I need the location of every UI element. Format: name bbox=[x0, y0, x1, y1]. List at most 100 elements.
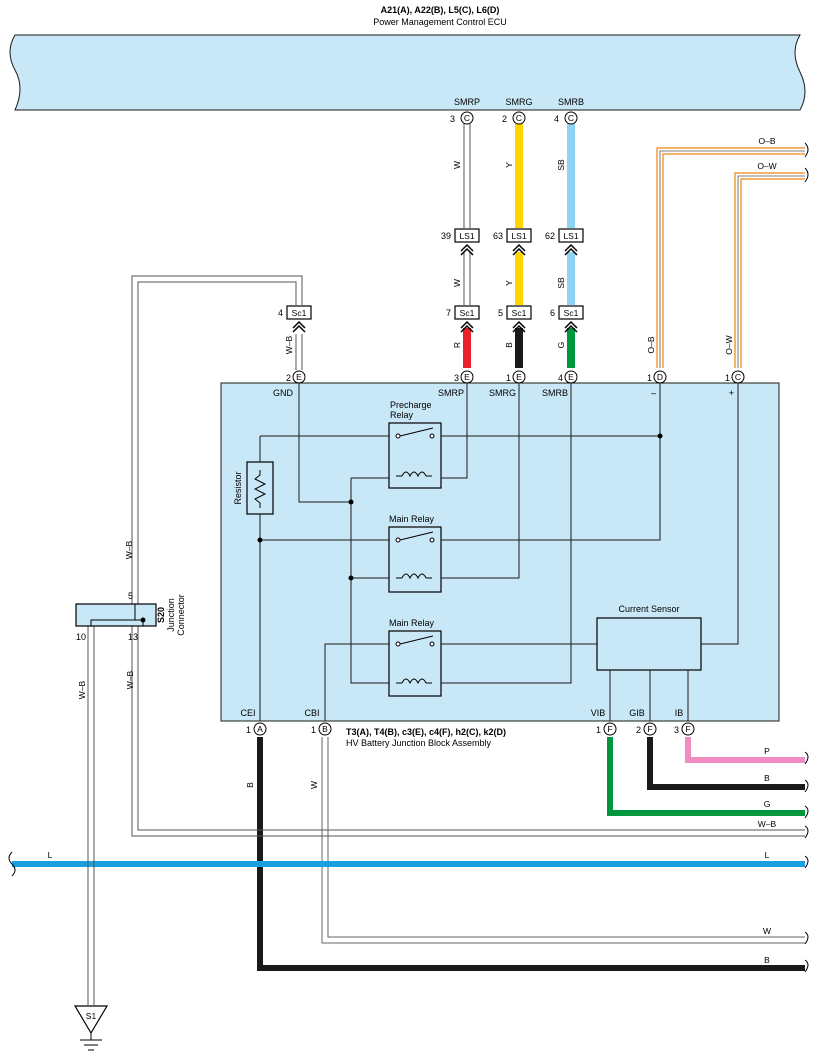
block-bottom-pin-name-gib: GIB bbox=[629, 708, 645, 718]
wire-label-g-vib: G bbox=[764, 799, 771, 809]
block-bottom-pin-conn-gib: F bbox=[647, 724, 652, 734]
ecu-pin-num-3: 4 bbox=[554, 114, 559, 124]
ls1-pin-3: 62 bbox=[545, 231, 555, 241]
ecu-pin-num-2: 2 bbox=[502, 114, 507, 124]
wire-label-wb-gnd: W–B bbox=[284, 335, 294, 354]
block-bottom-pin-name-ib: IB bbox=[675, 708, 684, 718]
wire-label-w-bottom: W bbox=[763, 926, 771, 936]
sc1-label-1: Sc1 bbox=[460, 308, 475, 318]
block-top-pin-name-gnd: GND bbox=[273, 388, 294, 398]
wire-label-sb-mid: SB bbox=[556, 277, 566, 289]
wire-label-r: R bbox=[452, 342, 462, 348]
wire-label-w-mid: W bbox=[452, 279, 462, 287]
resistor-label: Resistor bbox=[233, 471, 243, 504]
hv-battery-junction-block: 2 E GND 3 E SMRP 1 E SMRG 4 E SMRB 1 D –… bbox=[220, 370, 780, 748]
block-bottom-pin-num-cbi: 1 bbox=[311, 725, 316, 735]
block-top-pin-num-neg: 1 bbox=[647, 373, 652, 383]
wire-label-ob: O–B bbox=[758, 136, 775, 146]
block-top-pin-num-smrg: 1 bbox=[506, 373, 511, 383]
current-sensor: Current Sensor bbox=[596, 604, 702, 671]
block-top-pin-conn-neg: D bbox=[657, 372, 663, 382]
ground-s1: S1 bbox=[73, 1005, 109, 1051]
block-bottom-pin-conn-ib: F bbox=[685, 724, 690, 734]
s20-pin-left: 10 bbox=[76, 632, 86, 642]
precharge-relay-label-1: Precharge bbox=[390, 400, 432, 410]
block-bottom-pin-num-ib: 3 bbox=[674, 725, 679, 735]
wire-label-ow: O–W bbox=[757, 161, 776, 171]
ecu-pin-conn-2: C bbox=[516, 113, 522, 123]
block-bottom-pin-circles: 1 A 1 B 1 F 2 F 3 F bbox=[246, 722, 695, 736]
block-bottom-pin-name-cbi: CBI bbox=[304, 708, 319, 718]
ls1-connectors: LS1 39 LS1 63 LS1 62 bbox=[441, 228, 584, 256]
sc1-pin-3: 6 bbox=[550, 308, 555, 318]
ls1-label-2: LS1 bbox=[511, 231, 526, 241]
block-top-pin-conn-smrg: E bbox=[516, 372, 522, 382]
wire-label-wb-13: W–B bbox=[125, 670, 135, 689]
ecu-name-label: Power Management Control ECU bbox=[373, 17, 507, 27]
block-bottom-pin-conn-cbi: B bbox=[322, 724, 328, 734]
sc1-label-2: Sc1 bbox=[512, 308, 527, 318]
block-bottom-pin-conn-cei: A bbox=[257, 724, 263, 734]
block-top-pin-name-neg: – bbox=[651, 388, 656, 398]
ecu-pin-conn-3: C bbox=[568, 113, 574, 123]
main-relay-1-label: Main Relay bbox=[389, 514, 435, 524]
ls1-pin-2: 63 bbox=[493, 231, 503, 241]
block-bottom-pin-name-cei: CEI bbox=[240, 708, 255, 718]
s20-pin-top: 5 bbox=[128, 591, 133, 601]
s20-pin-right: 13 bbox=[128, 632, 138, 642]
resistor: Resistor bbox=[233, 461, 274, 515]
current-sensor-label: Current Sensor bbox=[618, 604, 679, 614]
block-top-pin-name-pos: + bbox=[729, 388, 734, 398]
sc1-pin-1: 7 bbox=[446, 308, 451, 318]
block-top-pin-conn-smrb: E bbox=[568, 372, 574, 382]
wire-label-y-upper: Y bbox=[504, 162, 514, 168]
main-relay-1: Main Relay bbox=[388, 514, 442, 593]
s20-junction-connector: 5 10 13 S20 Junction Connector bbox=[75, 591, 186, 642]
block-bottom-pin-num-vib: 1 bbox=[596, 725, 601, 735]
block-top-pin-num-smrp: 3 bbox=[454, 373, 459, 383]
s20-name-label-2: Connector bbox=[176, 594, 186, 636]
s20-id-label: S20 bbox=[156, 607, 166, 623]
block-top-pin-conn-gnd: E bbox=[296, 372, 302, 382]
sc1-pin-gnd: 4 bbox=[278, 308, 283, 318]
block-bottom-pin-conn-vib: F bbox=[607, 724, 612, 734]
block-top-pin-name-smrg: SMRG bbox=[489, 388, 516, 398]
block-bottom-pin-num-gib: 2 bbox=[636, 725, 641, 735]
block-bottom-pin-name-vib: VIB bbox=[591, 708, 606, 718]
block-connectors-label: T3(A), T4(B), c3(E), c4(F), h2(C), k2(D) bbox=[346, 727, 506, 737]
s20-name-label-1: Junction bbox=[166, 598, 176, 632]
wire-label-p: P bbox=[764, 746, 770, 756]
wire-g bbox=[567, 328, 575, 368]
block-top-pin-conn-pos: C bbox=[735, 372, 741, 382]
wire-label-l-right: L bbox=[765, 850, 770, 860]
precharge-relay: Precharge Relay bbox=[388, 400, 442, 489]
ecu-pin-circles: 3 C 2 C 4 C bbox=[450, 111, 578, 125]
wire-label-wb-right: W–B bbox=[758, 819, 777, 829]
sc1-pin-2: 5 bbox=[498, 308, 503, 318]
gnd-wire: W–B W–B bbox=[124, 275, 303, 604]
ecu-pin-num-1: 3 bbox=[450, 114, 455, 124]
sc1-label-gnd: Sc1 bbox=[292, 308, 307, 318]
main-relay-2: Main Relay bbox=[388, 618, 442, 697]
wire-label-ow-vert: O–W bbox=[724, 335, 734, 354]
block-top-pin-num-smrb: 4 bbox=[558, 373, 563, 383]
block-top-pin-num-pos: 1 bbox=[725, 373, 730, 383]
ecu-pin-name-smrg: SMRG bbox=[506, 97, 533, 107]
block-top-pin-name-smrp: SMRP bbox=[438, 388, 464, 398]
power-management-ecu: A21(A), A22(B), L5(C), L6(D) Power Manag… bbox=[9, 5, 806, 111]
wire-label-y-mid: Y bbox=[504, 280, 514, 286]
wire-label-l-left: L bbox=[48, 850, 53, 860]
precharge-relay-label-2: Relay bbox=[390, 410, 414, 420]
ecu-pin-conn-1: C bbox=[464, 113, 470, 123]
sc1-label-3: Sc1 bbox=[564, 308, 579, 318]
ecu-pin-name-smrb: SMRB bbox=[558, 97, 584, 107]
block-top-pin-conn-smrp: E bbox=[464, 372, 470, 382]
wire-label-w-cbi: W bbox=[309, 781, 319, 789]
sc1-connectors: Sc1 7 Sc1 5 Sc1 6 Sc1 4 bbox=[278, 305, 584, 333]
wire-b bbox=[515, 328, 523, 368]
block-name-label: HV Battery Junction Block Assembly bbox=[346, 738, 492, 748]
ecu-connectors-label: A21(A), A22(B), L5(C), L6(D) bbox=[381, 5, 500, 15]
wire-label-b-bottom: B bbox=[764, 955, 770, 965]
wire-label-b-cei: B bbox=[245, 782, 255, 788]
